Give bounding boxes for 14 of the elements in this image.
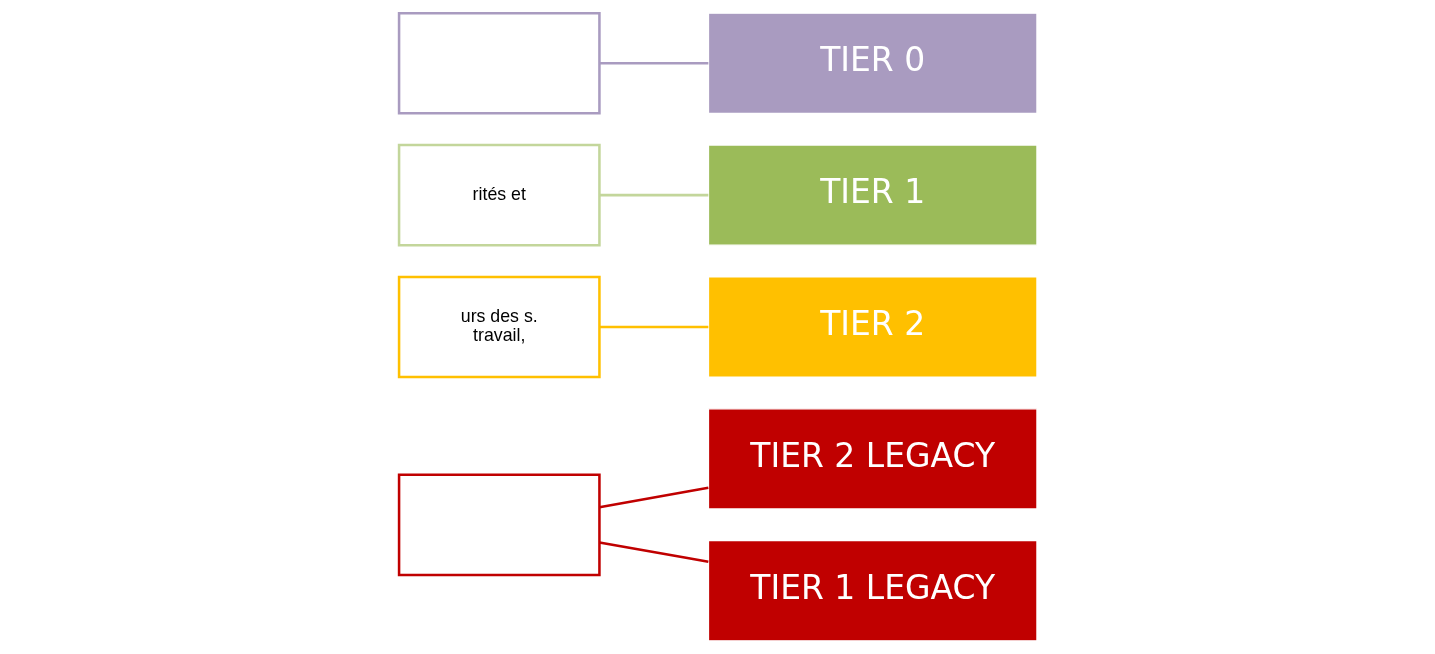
node-box (397, 11, 601, 115)
connector (598, 541, 709, 564)
node-box: TIER 0 (707, 12, 1038, 114)
node-box (397, 473, 601, 577)
node-box: TIER 1 LEGACY (707, 540, 1038, 642)
connector (598, 486, 709, 509)
connector (598, 325, 708, 329)
node-box: TIER 1 (707, 144, 1038, 246)
node-box: rités et (397, 143, 601, 247)
connector (598, 61, 708, 65)
node-box: TIER 2 (707, 276, 1038, 378)
connector (598, 193, 708, 197)
node-box: urs des s. travail, (397, 275, 601, 379)
node-box: TIER 2 LEGACY (707, 408, 1038, 510)
